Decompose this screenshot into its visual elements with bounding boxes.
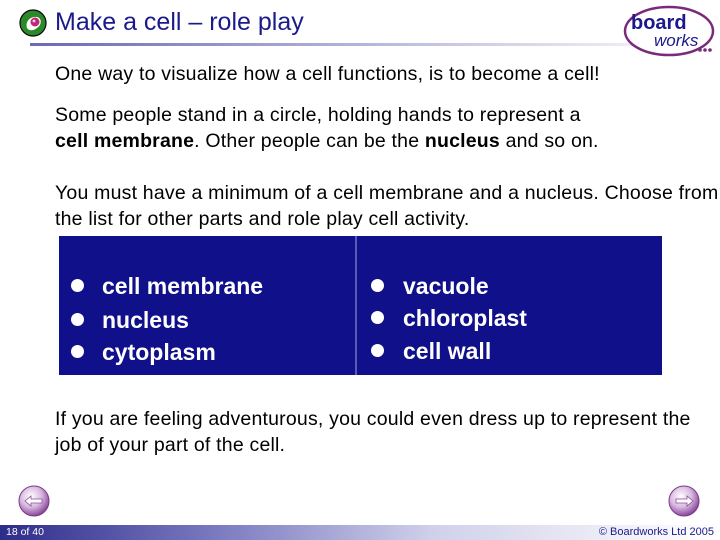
cell-icon bbox=[19, 9, 47, 37]
column-divider bbox=[355, 236, 357, 375]
boardworks-logo: board works bbox=[623, 5, 715, 57]
bullet-icon bbox=[71, 345, 84, 358]
header-divider bbox=[30, 43, 720, 46]
copyright-notice: © Boardworks Ltd 2005 bbox=[598, 526, 714, 538]
page-title: Make a cell – role play bbox=[55, 8, 304, 36]
intro-paragraph: One way to visualize how a cell function… bbox=[55, 63, 600, 85]
bullet-icon bbox=[371, 311, 384, 324]
bullet-icon bbox=[371, 279, 384, 292]
minimum-paragraph: You must have a minimum of a cell membra… bbox=[55, 182, 719, 230]
part-item: cytoplasm bbox=[102, 339, 216, 365]
term-nucleus: nucleus bbox=[424, 130, 500, 152]
slide-counter: 18 of 40 bbox=[6, 526, 44, 538]
prev-arrow-icon[interactable] bbox=[16, 483, 52, 519]
bullet-icon bbox=[71, 279, 84, 292]
next-arrow-icon[interactable] bbox=[666, 483, 702, 519]
adventurous-paragraph: If you are feeling adventurous, you coul… bbox=[55, 408, 691, 456]
cell-parts-table: cell membrane nucleus cytoplasm vacuole … bbox=[59, 236, 662, 375]
bullet-icon bbox=[71, 313, 84, 326]
term-cell-membrane: cell membrane bbox=[55, 130, 195, 152]
parts-column-left: cell membrane nucleus cytoplasm bbox=[59, 236, 355, 375]
part-item: nucleus bbox=[102, 307, 189, 333]
part-item: chloroplast bbox=[403, 305, 527, 331]
circle-paragraph: Some people stand in a circle, holding h… bbox=[55, 102, 720, 154]
circle-paragraph-text-2: . Other people can be the bbox=[194, 130, 425, 152]
circle-paragraph-text-1: Some people stand in a circle, holding h… bbox=[55, 104, 581, 126]
part-item: vacuole bbox=[403, 273, 489, 299]
bullet-icon bbox=[371, 344, 384, 357]
logo-word-board: board bbox=[631, 12, 687, 34]
footer-bar bbox=[0, 525, 720, 540]
part-item: cell membrane bbox=[102, 273, 264, 299]
logo-word-works: works bbox=[654, 31, 699, 50]
circle-paragraph-text-3: and so on. bbox=[499, 130, 599, 152]
part-item: cell wall bbox=[403, 338, 492, 364]
parts-column-right: vacuole chloroplast cell wall bbox=[357, 236, 662, 375]
